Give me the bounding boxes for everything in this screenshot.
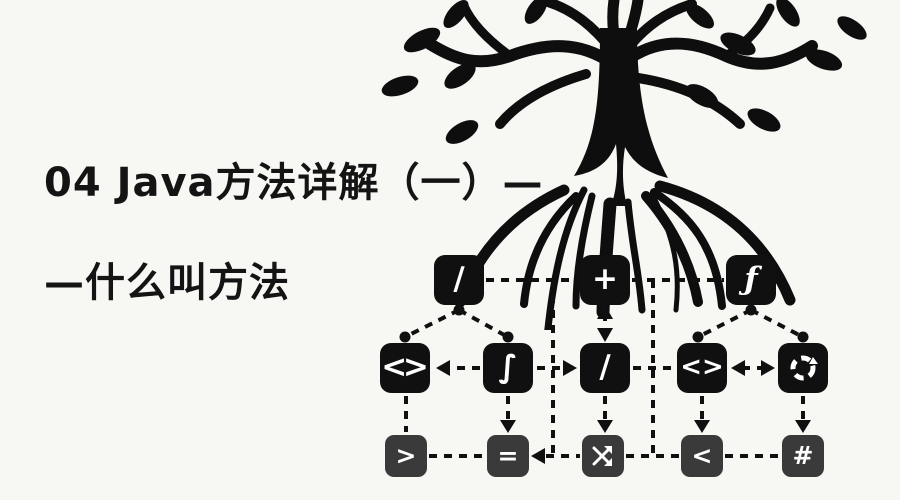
node-mid-refresh bbox=[778, 343, 828, 393]
node-mid-integral: ∫ bbox=[483, 343, 533, 393]
code-brackets-icon: <> bbox=[381, 348, 429, 385]
page-title: 04 Java方法详解（一）— —什么叫方法 bbox=[44, 150, 544, 308]
node-top-function: ƒ bbox=[726, 255, 776, 305]
plus-icon: + bbox=[592, 260, 618, 297]
integral-icon: ∫ bbox=[498, 348, 518, 385]
node-bottom-less: < bbox=[681, 435, 723, 477]
slash-icon: / bbox=[453, 260, 465, 297]
hash-icon: # bbox=[792, 440, 814, 470]
slash-icon: / bbox=[599, 348, 611, 385]
node-bottom-greater: > bbox=[385, 435, 427, 477]
node-bottom-shuffle bbox=[582, 435, 624, 477]
equals-icon: = bbox=[497, 440, 519, 470]
node-bottom-equals: = bbox=[487, 435, 529, 477]
node-top-slash: / bbox=[434, 255, 484, 305]
node-mid-slash: / bbox=[580, 343, 630, 393]
shuffle-icon bbox=[592, 446, 612, 466]
title-line-2: —什么叫方法 bbox=[44, 260, 290, 306]
node-top-plus: + bbox=[580, 255, 630, 305]
refresh-icon bbox=[790, 355, 818, 381]
node-bottom-hash: # bbox=[782, 435, 824, 477]
angle-brackets-icon: <> bbox=[680, 352, 724, 382]
greater-than-icon: > bbox=[395, 440, 417, 470]
node-mid-code: <> bbox=[380, 343, 430, 393]
less-than-icon: < bbox=[691, 440, 713, 470]
function-icon: ƒ bbox=[744, 260, 758, 297]
title-line-1: 04 Java方法详解（一）— bbox=[44, 160, 544, 206]
node-mid-angles: <> bbox=[677, 343, 727, 393]
